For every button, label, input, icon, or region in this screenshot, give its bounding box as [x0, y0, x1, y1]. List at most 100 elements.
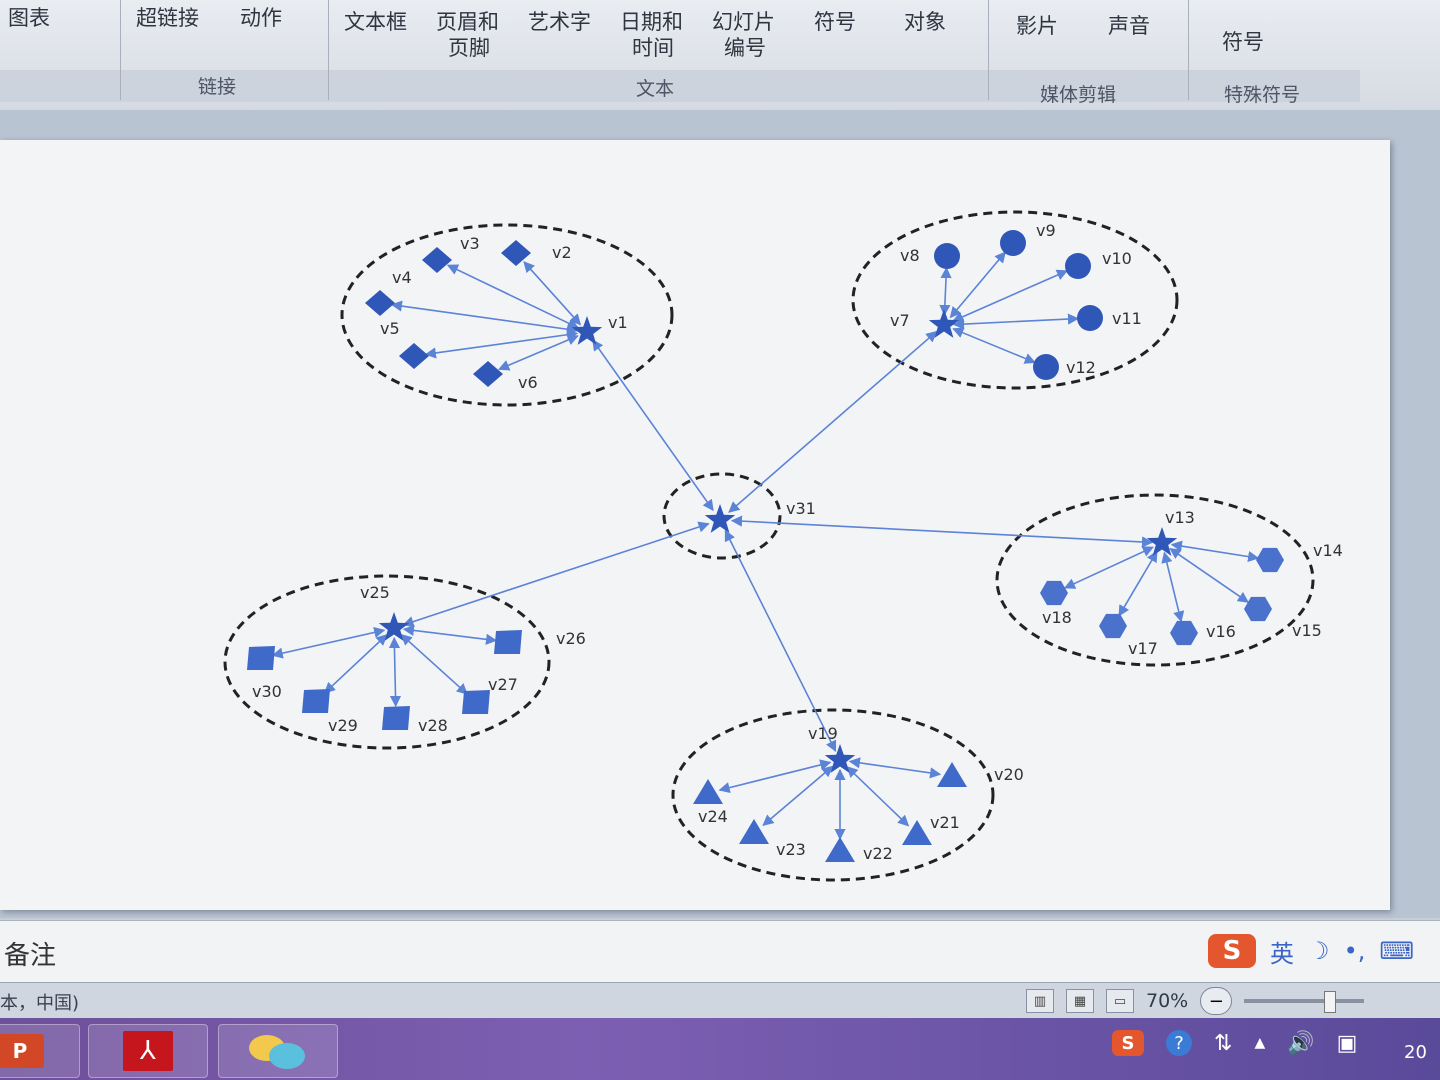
tray-help-icon[interactable]: ?	[1166, 1030, 1192, 1056]
node-v2	[501, 240, 531, 266]
node-v8	[934, 243, 960, 269]
edge-v25-v31	[402, 521, 710, 628]
sogou-logo-icon[interactable]: S	[1208, 934, 1257, 968]
node-label-v15: v15	[1292, 621, 1322, 640]
node-v9	[1000, 230, 1026, 256]
edge-v19-v31	[724, 529, 837, 753]
ribbon-sound-button[interactable]: 声音	[1108, 14, 1150, 38]
ribbon-symbol-button[interactable]: 符号	[814, 10, 856, 34]
node-v11	[1077, 305, 1103, 331]
node-label-v14: v14	[1313, 541, 1343, 560]
ribbon: 图表 超链接 动作 链接 文本框 页眉和 页脚 艺术字 日期和 时间 幻灯片 编…	[0, 0, 1440, 111]
edge-v1-v31	[592, 339, 714, 512]
edge-v7-v9	[949, 251, 1006, 319]
clock[interactable]: 20	[1404, 1042, 1427, 1063]
node-v13	[1146, 527, 1178, 556]
node-label-v6: v6	[518, 373, 538, 392]
edge-v13-v14	[1170, 540, 1260, 563]
ribbon-header-footer-line2: 页脚	[448, 36, 490, 60]
edge-v13-v15	[1169, 548, 1250, 603]
edge-v19-v20	[848, 757, 942, 779]
ribbon-special-symbol-button[interactable]: 符号	[1222, 30, 1264, 54]
node-label-v5: v5	[380, 319, 400, 338]
node-v4	[365, 290, 395, 316]
ribbon-chart-button[interactable]: 图表	[8, 6, 50, 30]
edge-v25-v27	[400, 633, 468, 695]
ribbon-object-button[interactable]: 对象	[904, 10, 946, 34]
edge-v19-v21	[846, 766, 910, 827]
tray-network-icon[interactable]: ⇅	[1214, 1030, 1233, 1056]
notes-pane[interactable]: 备注 S 英 ☽ •, ⌨	[0, 920, 1440, 983]
node-label-v4: v4	[392, 268, 412, 287]
edge-v7-v10	[952, 269, 1069, 323]
node-v19	[824, 744, 856, 773]
node-label-v25: v25	[360, 583, 390, 602]
tray-sogou-icon[interactable]: S	[1112, 1030, 1144, 1056]
taskbar-pdf-reader[interactable]: ⅄	[88, 1024, 208, 1078]
tray-volume-icon[interactable]: 🔊	[1287, 1030, 1315, 1056]
ribbon-datetime-line2: 时间	[632, 36, 674, 60]
punctuation-icon[interactable]: •,	[1343, 937, 1366, 965]
node-v22	[825, 837, 855, 862]
node-v12	[1033, 354, 1059, 380]
node-v1	[571, 316, 603, 345]
node-label-v8: v8	[900, 246, 920, 265]
node-label-v7: v7	[890, 311, 910, 330]
node-v17	[1099, 613, 1127, 639]
node-v26	[494, 630, 522, 654]
ribbon-slide-number-button[interactable]: 幻灯片	[712, 10, 775, 34]
node-label-v12: v12	[1066, 358, 1096, 377]
ribbon-textbox-button[interactable]: 文本框	[344, 10, 407, 34]
taskbar-powerpoint[interactable]: P	[0, 1024, 80, 1078]
node-label-v2: v2	[552, 243, 572, 262]
node-v30	[247, 646, 275, 670]
ribbon-movie-button[interactable]: 影片	[1016, 14, 1058, 38]
edge-v13-v31	[730, 515, 1154, 548]
node-v16	[1170, 620, 1198, 646]
slide-sorter-view-icon[interactable]: ▦	[1066, 989, 1094, 1013]
cluster-boundary	[995, 493, 1315, 667]
node-v29	[302, 689, 330, 713]
keyboard-icon[interactable]: ⌨	[1379, 937, 1414, 965]
ime-toolbar[interactable]: S 英 ☽ •, ⌨	[1208, 931, 1414, 971]
ribbon-hyperlink-button[interactable]: 超链接	[136, 6, 199, 30]
ribbon-datetime-button[interactable]: 日期和	[620, 10, 683, 34]
ribbon-action-button[interactable]: 动作	[240, 6, 282, 30]
zoom-slider-thumb[interactable]	[1324, 991, 1337, 1013]
powerpoint-icon: P	[0, 1034, 44, 1068]
zoom-out-button[interactable]: −	[1200, 987, 1233, 1015]
node-v3	[422, 247, 452, 273]
tray-expand-icon[interactable]: ▲	[1254, 1035, 1266, 1051]
cluster-boundary	[223, 574, 551, 750]
status-bar: 本，中国) ▥ ▦ ▭ 70% −	[0, 982, 1440, 1019]
node-v21	[902, 820, 932, 845]
node-label-v19: v19	[808, 724, 838, 743]
normal-view-icon[interactable]: ▥	[1026, 989, 1054, 1013]
edge-v25-v30	[271, 626, 386, 659]
system-tray: S ? ⇅ ▲ 🔊 ▣	[1112, 1030, 1357, 1056]
slideshow-view-icon[interactable]: ▭	[1106, 989, 1134, 1013]
node-label-v23: v23	[776, 840, 806, 859]
edge-v7-v11	[952, 313, 1080, 330]
ribbon-group-media: 媒体剪辑	[1040, 84, 1117, 106]
ribbon-group-special-symbols: 特殊符号	[1224, 84, 1301, 106]
ribbon-separator	[1188, 0, 1189, 100]
tray-monitor-icon[interactable]: ▣	[1336, 1030, 1358, 1056]
node-label-v30: v30	[252, 682, 282, 701]
ime-mode-label[interactable]: 英	[1270, 939, 1295, 968]
node-v10	[1065, 253, 1091, 279]
node-label-v13: v13	[1165, 508, 1195, 527]
zoom-level[interactable]: 70%	[1146, 990, 1189, 1012]
edge-v25-v29	[323, 634, 388, 694]
edge-v1-v6	[498, 334, 579, 371]
status-language[interactable]: 本，中国)	[0, 993, 80, 1014]
edge-v25-v28	[388, 636, 402, 708]
moon-icon[interactable]: ☽	[1308, 937, 1330, 965]
chat-bubbles-icon	[249, 1031, 307, 1071]
ribbon-header-footer-button[interactable]: 页眉和	[436, 10, 499, 34]
taskbar-chat-app[interactable]	[218, 1024, 338, 1078]
ribbon-wordart-button[interactable]: 艺术字	[528, 10, 591, 34]
edge-v19-v23	[762, 765, 834, 826]
zoom-slider[interactable]	[1244, 991, 1365, 1013]
node-v6	[473, 361, 503, 387]
